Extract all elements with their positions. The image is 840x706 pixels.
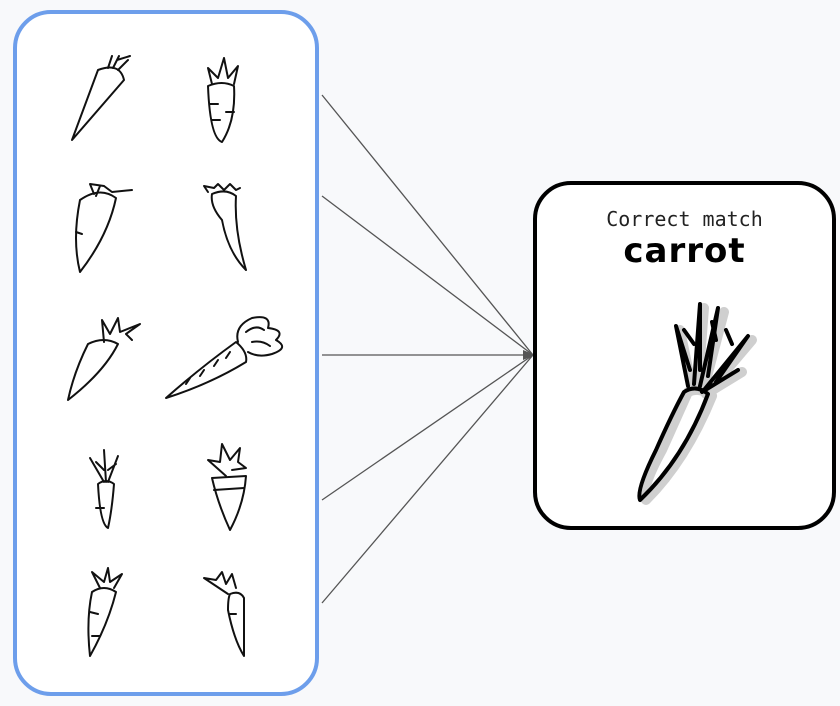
matched-carrot-sketch xyxy=(0,0,840,706)
diagram-canvas: Correct match carrot xyxy=(0,0,840,706)
